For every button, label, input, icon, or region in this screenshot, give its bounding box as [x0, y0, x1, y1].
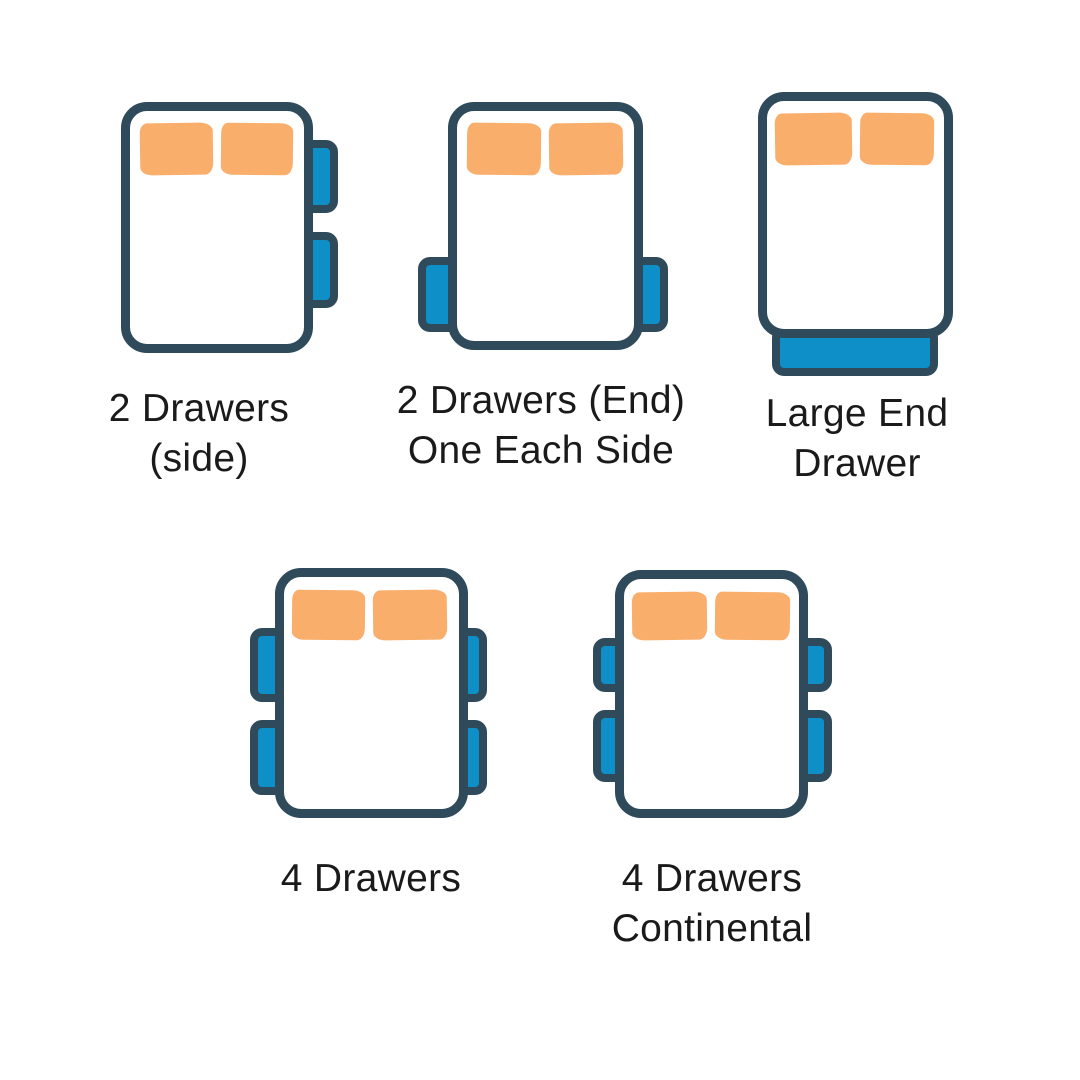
label-line: Drawer [793, 442, 921, 485]
figure-label: 4 Drawers Continental [612, 854, 813, 954]
figure-label: 4 Drawers [281, 854, 461, 904]
label-line: 2 Drawers (End) [396, 379, 686, 422]
bed-icon [275, 568, 468, 818]
label-line: Continental [611, 907, 813, 950]
pillow-icon [466, 122, 542, 176]
pillow-icon [859, 112, 935, 166]
pillow-icon [139, 122, 214, 176]
bed-icon [758, 92, 953, 338]
pillow-icon [372, 589, 448, 641]
bed-icon [121, 102, 313, 353]
label-line: (side) [149, 437, 249, 480]
label-line: 2 Drawers [108, 387, 290, 430]
pillow-icon [631, 591, 708, 641]
label-line: 4 Drawers [621, 857, 803, 900]
label-line: Large End [765, 392, 949, 435]
figure-label: Large End Drawer [766, 389, 949, 489]
pillow-icon [548, 122, 624, 176]
figure-label: 2 Drawers (side) [109, 384, 289, 484]
label-line: One Each Side [407, 429, 675, 472]
bed-icon [615, 570, 808, 818]
pillow-icon [220, 122, 294, 176]
figure-label: 2 Drawers (End) One Each Side [397, 376, 685, 476]
bed-icon [448, 102, 643, 350]
pillow-icon [291, 589, 366, 641]
pillow-icon [714, 591, 791, 641]
pillow-icon [774, 112, 853, 166]
label-line: 4 Drawers [280, 857, 462, 900]
